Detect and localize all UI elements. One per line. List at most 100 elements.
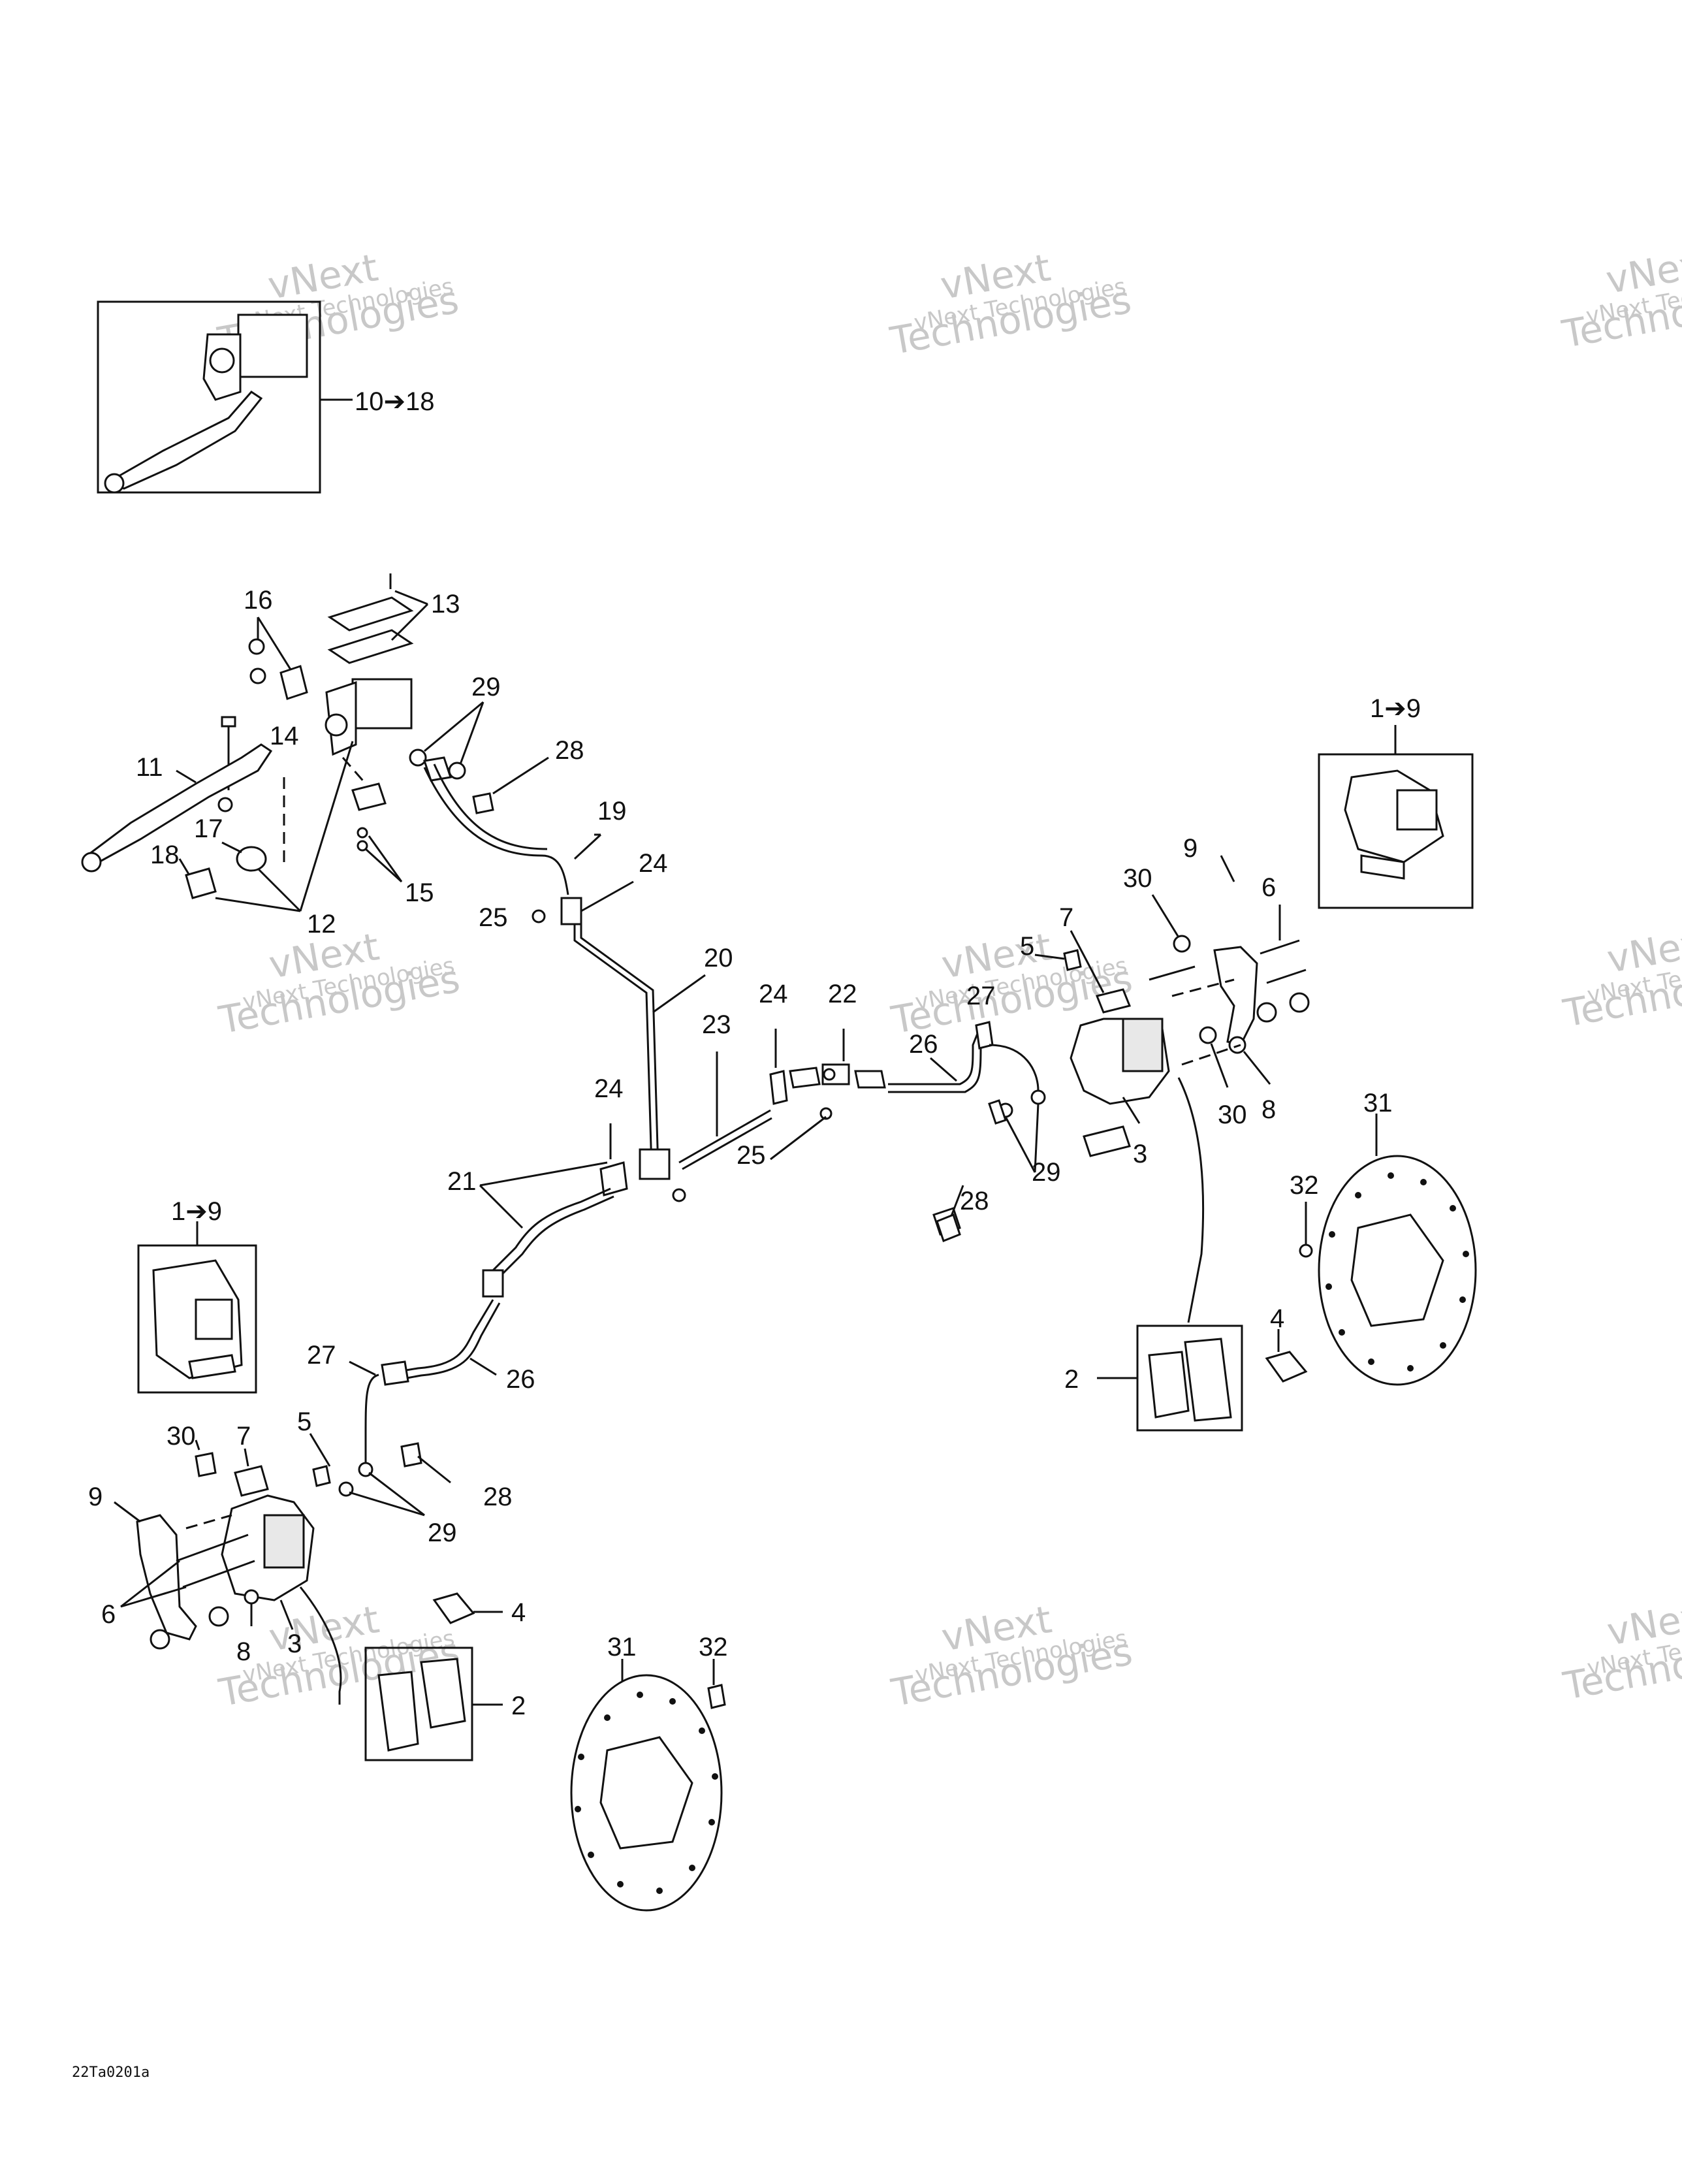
leader-21a xyxy=(479,1161,608,1187)
bolt-25c xyxy=(672,1188,686,1202)
hose-27-right xyxy=(989,1044,1039,1091)
bolt-32-left xyxy=(707,1684,726,1709)
callout-27-r: 27 xyxy=(966,982,996,1010)
callout-20: 20 xyxy=(704,944,733,972)
callout-26-l: 26 xyxy=(506,1365,535,1394)
clamp-14 xyxy=(279,665,308,700)
callout-30-r: 30 xyxy=(1123,864,1152,893)
callout-10-18: 10➔18 xyxy=(355,387,435,416)
watermark-top-right: vNext Technologies vNext Technologies xyxy=(1559,240,1682,357)
junction-block-center xyxy=(639,1148,671,1180)
callout-28-r: 28 xyxy=(960,1187,989,1215)
callout-7-r: 7 xyxy=(1059,903,1073,932)
fitting-21-lower xyxy=(482,1269,504,1298)
pad-leader-curve-left xyxy=(299,1586,342,1705)
leader-15b xyxy=(364,848,403,883)
screw-15a xyxy=(357,827,368,839)
leader-15a xyxy=(368,835,403,882)
brake-disc-31-left-holes xyxy=(575,1692,718,1894)
leader-24a xyxy=(580,880,634,912)
leader-30-left xyxy=(195,1439,200,1451)
bracket-9-right xyxy=(1213,946,1258,1046)
lower-brake-lines: 21 27 26 xyxy=(307,1161,614,1497)
bolt-6-right-b xyxy=(1266,969,1307,984)
bolt-30-right xyxy=(1149,965,1196,981)
inset-master-cylinder-assembly: 10➔18 xyxy=(97,300,435,494)
reservoir-body xyxy=(351,678,413,730)
bracket-24b xyxy=(769,1070,788,1105)
callout-30-r2: 30 xyxy=(1218,1100,1247,1129)
leader-30-right-b xyxy=(1210,1043,1229,1088)
inset-frame xyxy=(97,300,321,494)
callout-1-9-left: 1➔9 xyxy=(171,1197,222,1226)
hose-26-left xyxy=(398,1299,494,1373)
hose-21 xyxy=(485,1187,611,1278)
leader-12a xyxy=(215,897,301,912)
callout-11: 11 xyxy=(136,753,163,782)
leader-28-left xyxy=(417,1455,451,1484)
clip-4-left xyxy=(432,1592,475,1624)
coupler-front xyxy=(854,1070,886,1089)
junction-block-upper xyxy=(560,897,582,925)
hose-21-edge xyxy=(492,1195,614,1285)
master-cylinder-exploded: 13 16 29 28 14 11 17 18 12 15 xyxy=(81,573,584,939)
bolt-32-right-head xyxy=(1299,1244,1313,1258)
brake-line-23-edge xyxy=(682,1117,772,1170)
piston-18 xyxy=(185,867,217,899)
leader-3-right xyxy=(1122,1097,1141,1124)
callout-21: 21 xyxy=(447,1167,477,1196)
leader-29a xyxy=(424,701,484,752)
callout-27-l: 27 xyxy=(307,1341,336,1370)
leader-3-left xyxy=(279,1599,294,1630)
callout-5-r: 5 xyxy=(1020,932,1034,961)
banjo-bolt-right xyxy=(988,1099,1007,1125)
callout-30-l: 30 xyxy=(167,1422,196,1451)
fitting-22a xyxy=(789,1067,821,1089)
upper-brake-lines: 19 24 25 20 24 22 23 25 24 xyxy=(423,763,1046,1236)
inset-caliper-left-pad xyxy=(195,1298,233,1340)
bolt-6-left-b xyxy=(182,1560,255,1588)
bracket-9-left xyxy=(136,1514,197,1641)
bolt-6-left-a xyxy=(176,1534,249,1562)
callout-8-r: 8 xyxy=(1262,1095,1276,1124)
leader-27-left xyxy=(349,1360,376,1376)
bolt-6-right-a xyxy=(1260,939,1300,955)
watermarks: vNext Technologies vNext Technologies vN… xyxy=(214,240,1682,1716)
screw-16a xyxy=(248,638,265,655)
watermark-mid-right: vNext Technologies vNext Technologies xyxy=(1560,919,1682,1036)
bolt-25b xyxy=(819,1107,833,1120)
axis-right-b xyxy=(1171,978,1235,997)
inset-caliper-left-pin xyxy=(188,1354,236,1379)
nut-30-right xyxy=(1173,935,1191,953)
brake-line-23 xyxy=(678,1109,771,1164)
leader-12c xyxy=(299,741,354,912)
leader-11 xyxy=(176,769,197,784)
bushing-left-b xyxy=(150,1629,170,1650)
callout-4-l: 4 xyxy=(511,1598,526,1627)
callout-8-l: 8 xyxy=(236,1637,251,1666)
inset-lever xyxy=(109,391,263,490)
callout-17: 17 xyxy=(194,814,223,843)
callout-29-l: 29 xyxy=(428,1518,457,1547)
callout-6-r: 6 xyxy=(1262,873,1276,902)
leader-29-right-a xyxy=(1004,1116,1036,1173)
banjo-bolt-28-left xyxy=(400,1442,422,1468)
callout-15: 15 xyxy=(405,878,434,907)
callout-28-top: 28 xyxy=(555,736,584,765)
brake-line-20-edge xyxy=(580,924,659,1170)
bolt-25a xyxy=(532,909,546,923)
pad-2-left-a xyxy=(377,1671,419,1752)
callout-3-r: 3 xyxy=(1133,1140,1147,1168)
pad-2-right-a xyxy=(1148,1351,1190,1419)
pivot-nut xyxy=(217,797,233,812)
clip-4-right xyxy=(1265,1351,1308,1383)
callout-29-top: 29 xyxy=(471,673,501,701)
callout-29-r: 29 xyxy=(1032,1158,1061,1187)
leader-9-right xyxy=(1220,855,1235,882)
leader-26-left xyxy=(469,1357,497,1376)
leader-26-right xyxy=(930,1057,957,1082)
callout-3-l: 3 xyxy=(287,1630,302,1658)
leader-9-left xyxy=(114,1501,141,1523)
caliper-3-right-window xyxy=(1122,1018,1164,1072)
